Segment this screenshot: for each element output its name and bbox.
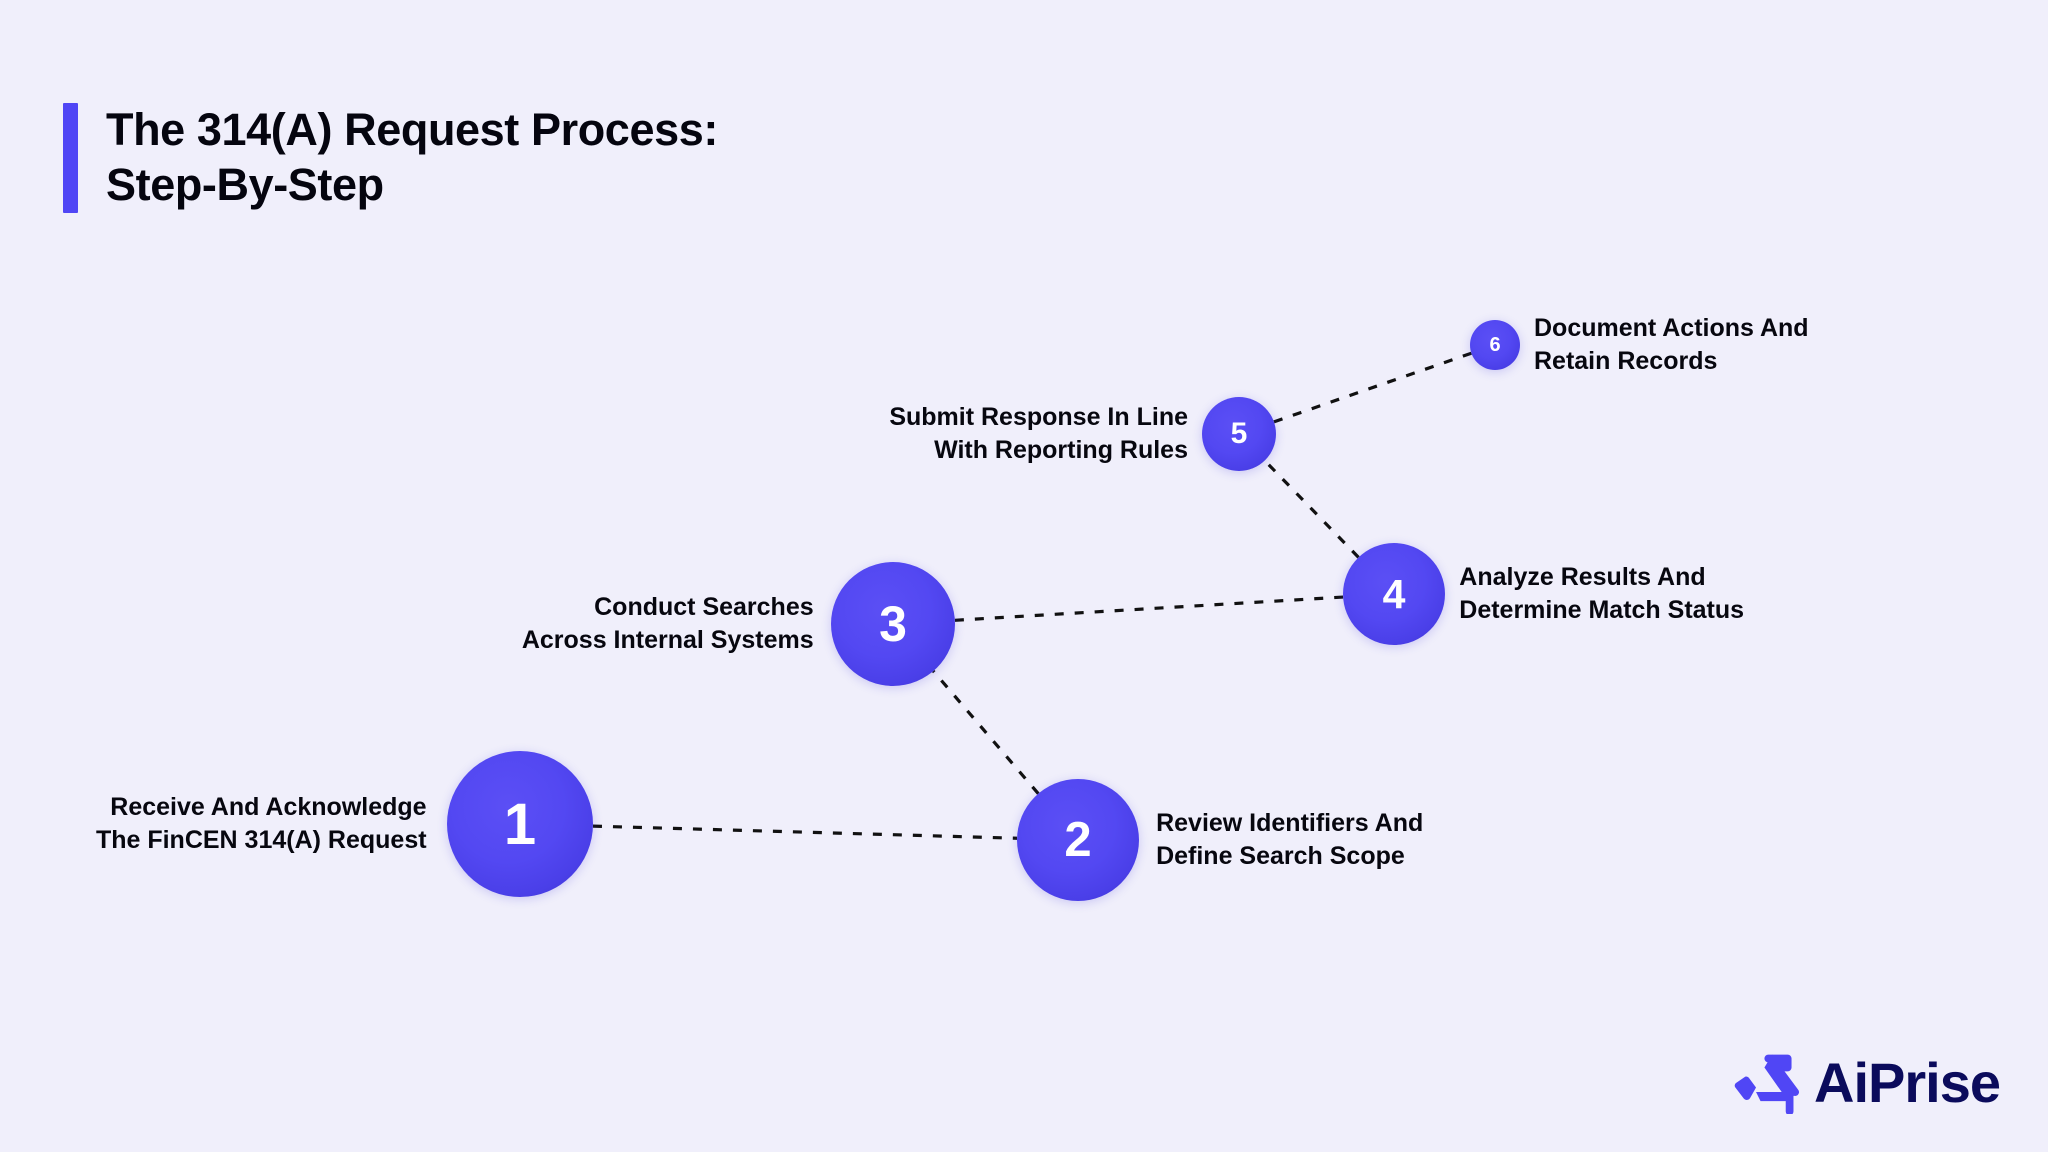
process-label-6: Document Actions And Retain Records (1534, 312, 1809, 378)
title-line-2: Step-By-Step (106, 158, 384, 210)
node-number-2: 2 (1064, 813, 1092, 867)
connector-1-to-2 (592, 824, 1018, 840)
aiprise-logomark-icon (1734, 1054, 1800, 1114)
connector-2-to-3 (932, 670, 1040, 795)
connector-3-to-4 (954, 595, 1344, 622)
page-title: The 314(A) Request Process: Step-By-Step (63, 103, 718, 213)
process-node-4[interactable]: 4 (1343, 543, 1445, 645)
process-node-3[interactable]: 3 (831, 562, 955, 686)
process-label-6-line-1: Document Actions And (1534, 314, 1809, 342)
connector-4-to-5 (1263, 459, 1360, 559)
process-label-2: Review Identifiers And Define Search Sco… (1156, 807, 1423, 873)
node-number-4: 4 (1382, 570, 1406, 617)
aiprise-wordmark: AiPrise (1814, 1051, 2001, 1114)
process-label-3-line-2: Across Internal Systems (521, 626, 814, 654)
process-label-2-line-1: Review Identifiers And (1156, 809, 1424, 837)
process-label-1-line-2: The FinCEN 314(A) Request (95, 826, 427, 854)
process-label-5-line-1: Submit Response In Line (889, 403, 1188, 431)
process-node-6[interactable]: 6 (1470, 320, 1520, 370)
node-number-1: 1 (503, 791, 537, 857)
process-label-4: Analyze Results And Determine Match Stat… (1459, 561, 1744, 627)
node-number-3: 3 (879, 596, 907, 652)
process-label-3-line-1: Conduct Searches (594, 593, 814, 621)
process-node-5[interactable]: 5 (1202, 397, 1276, 471)
title-accent-bar (63, 103, 78, 213)
aiprise-logo: AiPrise (1734, 1051, 2001, 1114)
process-label-6-line-2: Retain Records (1534, 347, 1718, 375)
node-number-6: 6 (1489, 333, 1501, 356)
process-label-4-line-2: Determine Match Status (1459, 596, 1745, 624)
title-line-1: The 314(A) Request Process: (106, 104, 718, 155)
node-number-5: 5 (1230, 417, 1248, 450)
process-label-5-line-2: With Reporting Rules (934, 436, 1188, 464)
process-node-1[interactable]: 1 (447, 751, 593, 897)
title-text: The 314(A) Request Process: Step-By-Step (106, 103, 718, 213)
process-label-3: Conduct Searches Across Internal Systems (522, 591, 814, 657)
process-label-2-line-2: Define Search Scope (1156, 842, 1405, 870)
connector-5-to-6 (1273, 351, 1472, 424)
process-label-5: Submit Response In Line With Reporting R… (889, 401, 1188, 467)
process-label-4-line-1: Analyze Results And (1459, 563, 1706, 591)
process-label-1-line-1: Receive And Acknowledge (110, 793, 427, 821)
process-label-1: Receive And Acknowledge The FinCEN 314(A… (96, 791, 427, 857)
process-node-2[interactable]: 2 (1017, 779, 1139, 901)
